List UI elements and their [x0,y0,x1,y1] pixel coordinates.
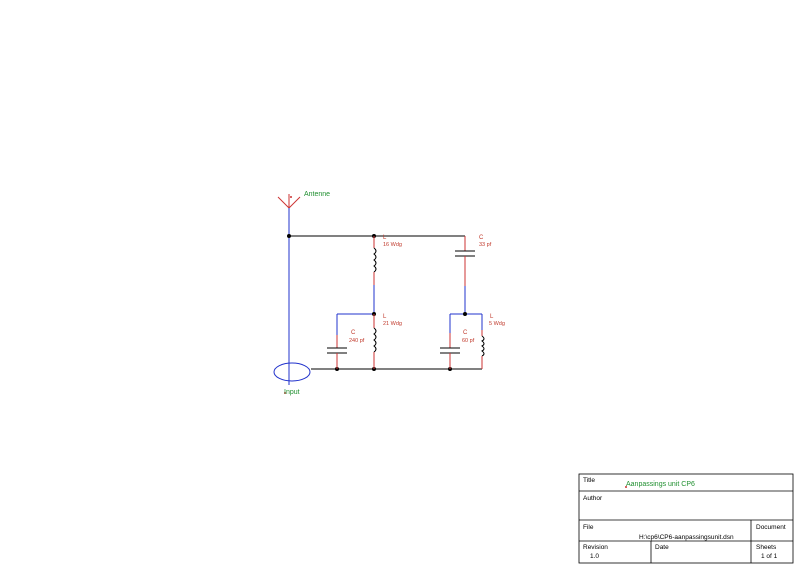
input-label-anchor [284,392,286,394]
capacitor-C2-ref: C [479,235,484,241]
title-label: Title [583,477,595,484]
capacitor-C1-ref: C [351,330,356,336]
antenna-label-anchor [290,196,292,198]
inductor-L2-value: 21 Wdg [383,321,402,327]
inductor-L3-value: 5 Wdg [489,321,505,327]
inductor-L3-ref: L [490,314,494,320]
file-label: File [583,524,594,531]
input-label: Input [284,389,300,396]
document-label: Document [756,524,786,531]
junction-dot [463,312,467,316]
capacitor-C3[interactable] [440,333,460,369]
sheets-value: 1 of 1 [761,553,778,560]
sheets-label: Sheets [756,544,777,551]
antenna-label: Antenne [304,191,330,198]
antenna-arm-left [277,196,290,209]
document-title: Aanpassings unit CP6 [626,481,695,488]
capacitor-C1-value: 240 pf [349,338,365,344]
revision-label: Revision [583,544,608,551]
title-anchor [625,486,627,488]
date-label: Date [655,544,669,551]
input-connector[interactable] [273,362,311,382]
antenna-arm-right [288,196,301,209]
capacitor-C2-value: 33 pf [479,242,492,248]
capacitor-C1[interactable] [327,335,347,369]
capacitor-C3-value: 60 pf [462,338,475,344]
antenna-symbol[interactable] [277,194,301,236]
revision-value: 1.0 [590,553,599,560]
title-block [578,473,794,564]
inductor-L2-ref: L [383,314,387,320]
inductor-L1-ref: L [383,235,387,241]
inductor-L1[interactable] [373,236,377,314]
capacitor-C2[interactable] [455,236,475,314]
inductor-L2[interactable] [373,314,377,369]
author-label: Author [583,495,603,502]
inductor-L1-value: 16 Wdg [383,242,402,248]
file-path: H:\cp6\CP6-aanpassingsunit.dsn [639,534,734,541]
junction-dot [287,234,291,238]
inductor-L3[interactable] [481,330,485,369]
capacitor-C3-ref: C [463,330,468,336]
